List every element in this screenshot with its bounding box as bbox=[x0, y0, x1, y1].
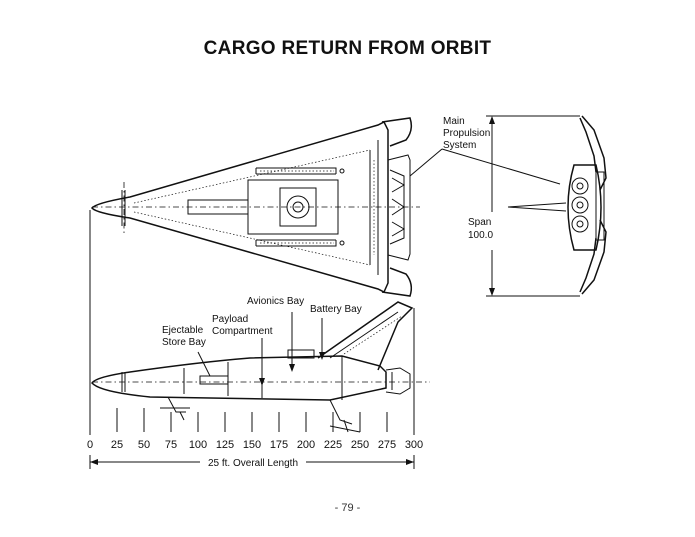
side-view bbox=[91, 301, 430, 433]
page-title: CARGO RETURN FROM ORBIT bbox=[203, 38, 492, 59]
scale-tick-label: 25 bbox=[111, 439, 123, 451]
propulsion-leader bbox=[409, 148, 443, 177]
scale-tick-label: 175 bbox=[270, 439, 288, 451]
payload-compartment-line1: Payload bbox=[212, 314, 248, 325]
ejectable-store-bay-line1: Ejectable bbox=[162, 325, 204, 336]
scale-tick-label: 225 bbox=[324, 439, 342, 451]
plan-view bbox=[91, 117, 420, 297]
span-label: Span 100.0 bbox=[468, 217, 493, 241]
span-value: 100.0 bbox=[468, 230, 493, 241]
scale-tick-label: 250 bbox=[351, 439, 369, 451]
scale-tick-label: 275 bbox=[378, 439, 396, 451]
payload-compartment-label: Payload Compartment bbox=[212, 314, 273, 337]
avionics-bay-label: Avionics Bay bbox=[247, 296, 304, 307]
store-bay-leader bbox=[197, 351, 211, 377]
length-scale: 0 25 50 75 100 125 150 175 200 225 250 2… bbox=[87, 405, 423, 469]
scale-tick-label: 125 bbox=[216, 439, 234, 451]
ejectable-store-bay-label: Ejectable Store Bay bbox=[162, 325, 206, 348]
page-number: - 79 - bbox=[334, 502, 361, 514]
front-view bbox=[486, 115, 607, 297]
battery-bay-label: Battery Bay bbox=[310, 304, 362, 315]
scale-tick-label: 150 bbox=[243, 439, 261, 451]
scale-tick-label: 300 bbox=[405, 439, 423, 451]
span-label-line1: Span bbox=[468, 217, 491, 228]
scale-tick-label: 0 bbox=[87, 439, 93, 451]
main-propulsion-label-line1: Main bbox=[443, 116, 465, 127]
scale-tick-label: 200 bbox=[297, 439, 315, 451]
payload-compartment-line2: Compartment bbox=[212, 326, 273, 337]
main-propulsion-label: Main Propulsion System bbox=[443, 116, 490, 151]
scale-tick-label: 50 bbox=[138, 439, 150, 451]
ejectable-store-bay-line2: Store Bay bbox=[162, 337, 206, 348]
main-propulsion-label-line3: System bbox=[443, 140, 476, 151]
scale-tick-label: 100 bbox=[189, 439, 207, 451]
overall-length-label: 25 ft. Overall Length bbox=[208, 458, 298, 469]
main-propulsion-label-line2: Propulsion bbox=[443, 128, 490, 139]
scale-tick-label: 75 bbox=[165, 439, 177, 451]
